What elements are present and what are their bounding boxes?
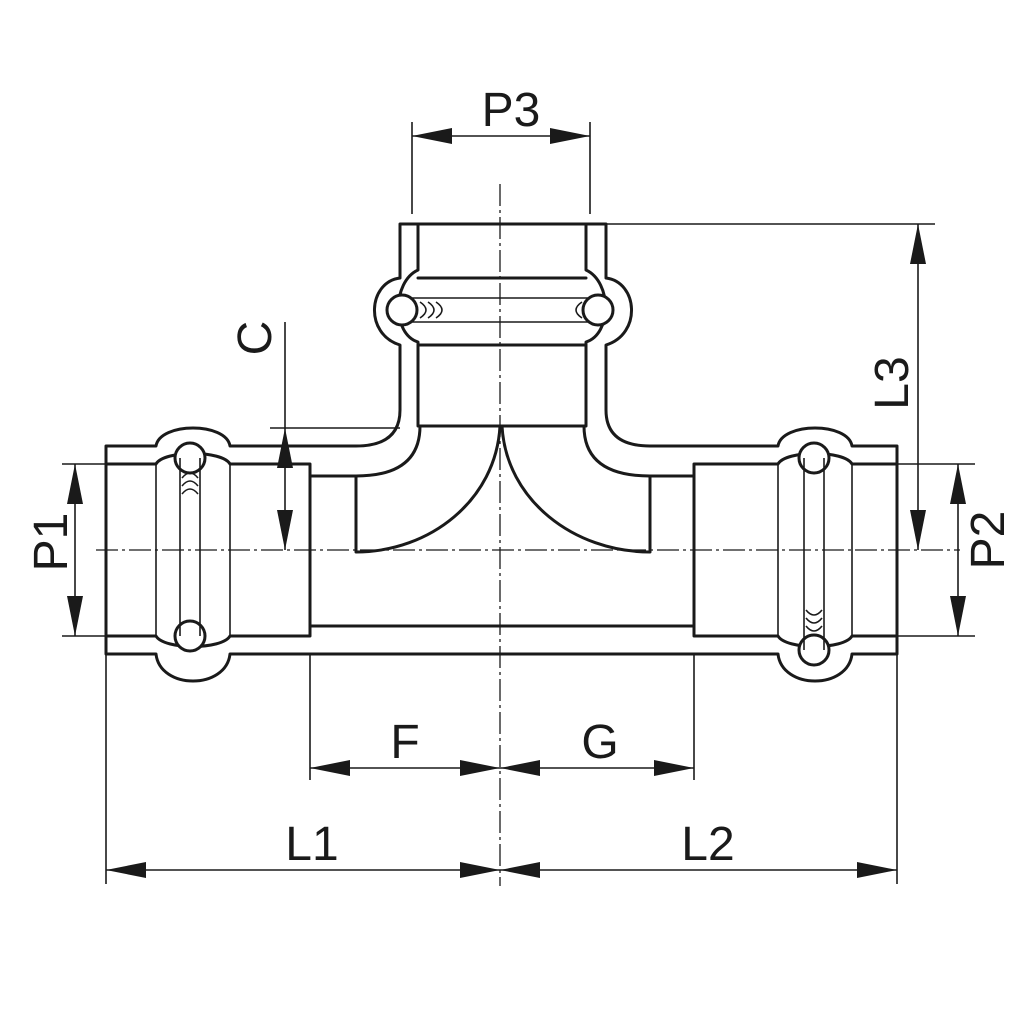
tee-inner-contour <box>397 222 607 428</box>
tee-body <box>104 222 899 683</box>
center-lines <box>96 184 960 886</box>
p2-label: P2 <box>962 511 1015 570</box>
l1-label: L1 <box>285 818 338 871</box>
seal-rings <box>173 293 831 667</box>
l2-label: L2 <box>681 818 734 871</box>
dimension-lines <box>62 122 975 884</box>
l3-label: L3 <box>866 356 919 409</box>
right-seal-ring-bottom <box>797 633 831 667</box>
top-seal-ring-left <box>385 293 419 327</box>
p3-label: P3 <box>482 84 541 137</box>
c-label: C <box>229 321 282 356</box>
top-seal-ring-right <box>581 293 615 327</box>
p1-label: P1 <box>25 513 78 572</box>
f-label: F <box>390 716 419 769</box>
dimension-labels: P3 L3 C P1 P2 F G L1 L2 <box>25 84 1015 871</box>
right-seal-ring-top <box>797 441 831 475</box>
g-label: G <box>581 716 618 769</box>
left-seal-ring-bottom <box>173 619 207 653</box>
